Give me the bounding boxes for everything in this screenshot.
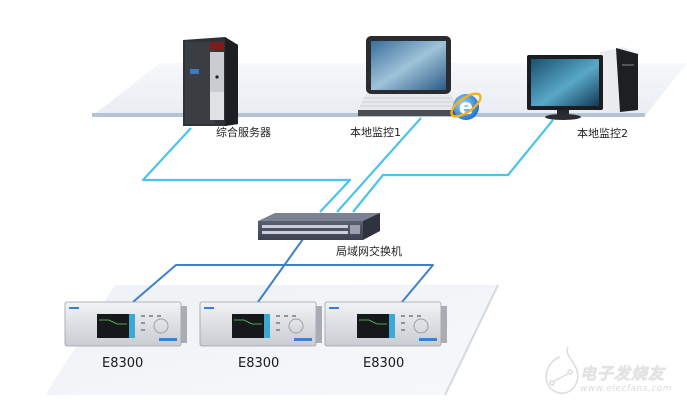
upper-links bbox=[141, 117, 554, 213]
lan-switch-icon bbox=[258, 213, 380, 240]
tower-server-icon bbox=[183, 37, 238, 126]
e8300-device-icon bbox=[324, 301, 447, 347]
device-label: E8300 bbox=[363, 356, 405, 371]
e8300-device-icon bbox=[199, 301, 322, 347]
switch-label: 局域网交换机 bbox=[336, 245, 402, 258]
monitor1-label: 本地监控1 bbox=[350, 126, 401, 139]
watermark-url: www.elecfans.com bbox=[580, 384, 673, 394]
desktop-pc-icon bbox=[527, 47, 638, 120]
watermark-brand: 电子发烧友 bbox=[580, 364, 666, 383]
link-device-bus bbox=[132, 264, 434, 303]
e8300-device-icon bbox=[64, 301, 187, 347]
lower-platform-edge bbox=[444, 284, 499, 396]
ie-browser-icon: e bbox=[450, 92, 482, 120]
laptop-icon bbox=[358, 36, 459, 116]
watermark-logo-icon bbox=[545, 346, 579, 394]
link-server-to-switch bbox=[141, 127, 352, 213]
server-label: 综合服务器 bbox=[216, 126, 271, 139]
device-label: E8300 bbox=[238, 356, 280, 371]
svg-text:e: e bbox=[459, 95, 473, 119]
monitor2-label: 本地监控2 bbox=[577, 127, 628, 140]
link-monitor2-to-switch bbox=[352, 119, 554, 213]
link-monitor1-to-switch bbox=[336, 117, 422, 213]
device-label: E8300 bbox=[102, 356, 144, 371]
